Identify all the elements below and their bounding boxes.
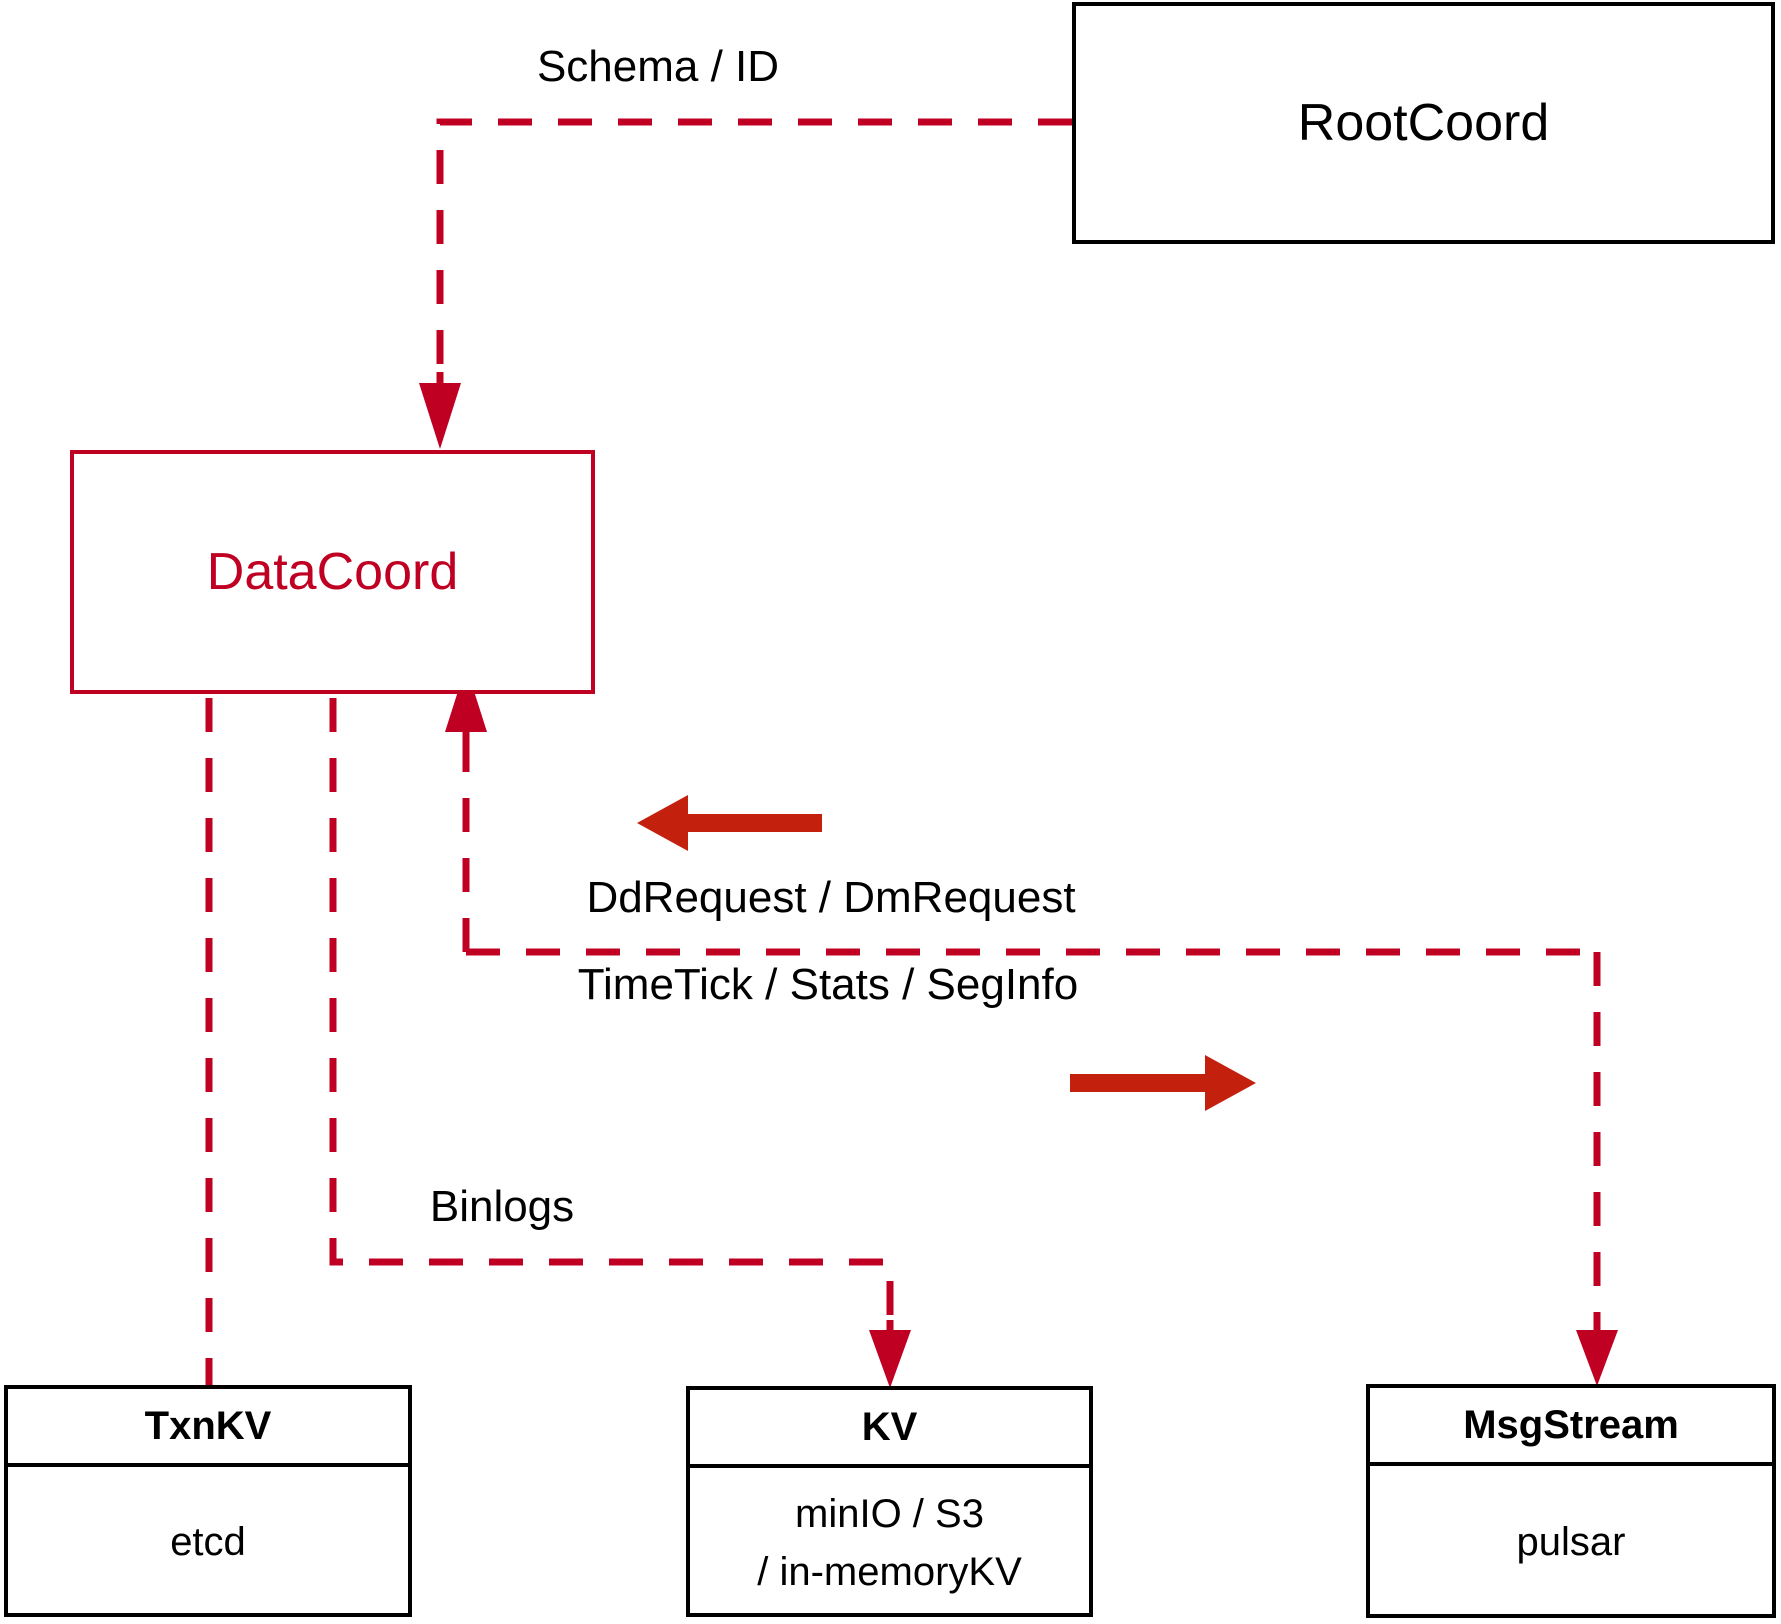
node-kv-impl-line1: minIO / S3 bbox=[795, 1491, 984, 1536]
direction-arrow-right bbox=[1070, 1055, 1256, 1111]
node-txnkv-body: etcd bbox=[8, 1467, 408, 1617]
arrowhead-schema-id bbox=[419, 383, 461, 449]
node-datacoord-label: DataCoord bbox=[206, 543, 459, 601]
node-txnkv[interactable]: TxnKV etcd bbox=[4, 1385, 412, 1617]
edge-binlogs bbox=[329, 698, 911, 1388]
arrowhead-msgstream bbox=[1576, 1330, 1618, 1386]
arrowhead-binlogs bbox=[869, 1330, 911, 1388]
edge-msgstream-bus bbox=[445, 666, 1618, 1386]
arrowhead-ddrequest bbox=[445, 666, 487, 732]
node-msgstream[interactable]: MsgStream pulsar bbox=[1366, 1384, 1776, 1618]
node-txnkv-impl: etcd bbox=[170, 1520, 246, 1564]
node-rootcoord[interactable]: RootCoord bbox=[1072, 2, 1775, 244]
edge-label-ddrequest-dmrequest: DdRequest / DmRequest bbox=[586, 873, 1076, 922]
direction-arrow-left bbox=[637, 795, 822, 851]
node-msgstream-body: pulsar bbox=[1370, 1466, 1772, 1618]
node-kv[interactable]: KV minIO / S3 / in-memoryKV bbox=[686, 1386, 1093, 1617]
node-kv-label: KV bbox=[690, 1390, 1089, 1468]
edge-label-schema-id: Schema / ID bbox=[536, 42, 780, 91]
node-rootcoord-label: RootCoord bbox=[1297, 94, 1550, 152]
edge-label-binlogs: Binlogs bbox=[429, 1182, 575, 1231]
node-datacoord[interactable]: DataCoord bbox=[70, 450, 595, 694]
node-msgstream-label: MsgStream bbox=[1370, 1388, 1772, 1466]
node-kv-impl-line2: / in-memoryKV bbox=[757, 1549, 1022, 1594]
edge-label-timetick-stats-seginfo: TimeTick / Stats / SegInfo bbox=[577, 960, 1079, 1009]
node-msgstream-impl: pulsar bbox=[1516, 1520, 1626, 1564]
node-kv-body: minIO / S3 / in-memoryKV bbox=[690, 1468, 1089, 1617]
edge-schema-id bbox=[419, 118, 1072, 449]
node-txnkv-label: TxnKV bbox=[8, 1389, 408, 1467]
